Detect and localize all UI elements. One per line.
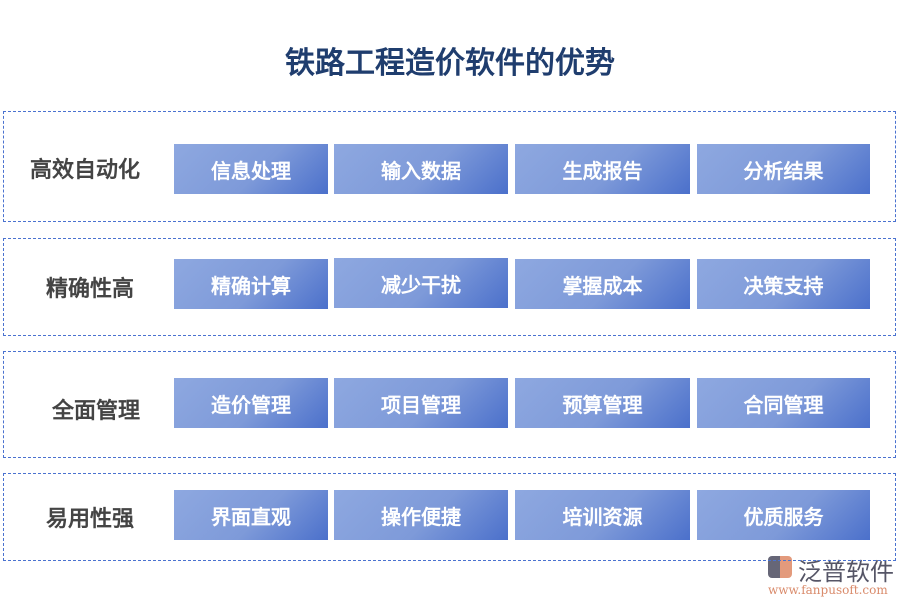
logo-url: www.fanpusoft.com: [768, 583, 888, 597]
feature-box: 造价管理: [174, 378, 328, 428]
section-2: [3, 238, 896, 336]
feature-box: 操作便捷: [334, 490, 508, 540]
page-title: 铁路工程造价软件的优势: [285, 46, 615, 81]
feature-box: 减少干扰: [334, 258, 508, 308]
feature-box: 决策支持: [697, 259, 870, 309]
logo-mark-icon: [768, 556, 792, 578]
section-4: [3, 473, 896, 561]
feature-box: 掌握成本: [515, 259, 690, 309]
feature-box: 生成报告: [515, 144, 690, 194]
feature-box: 项目管理: [334, 378, 508, 428]
feature-box: 输入数据: [334, 144, 508, 194]
feature-box: 信息处理: [174, 144, 328, 194]
feature-box: 优质服务: [697, 490, 870, 540]
logo-name: 泛普软件: [798, 558, 894, 586]
section-label: 全面管理: [52, 399, 141, 424]
section-3: [3, 351, 896, 458]
section-label: 精确性高: [46, 277, 135, 302]
feature-box: 界面直观: [174, 490, 328, 540]
section-label: 高效自动化: [30, 158, 141, 183]
feature-box: 精确计算: [174, 259, 328, 309]
feature-box: 分析结果: [697, 144, 870, 194]
feature-box: 培训资源: [515, 490, 690, 540]
feature-box: 预算管理: [515, 378, 690, 428]
section-1: [3, 111, 896, 222]
section-label: 易用性强: [46, 507, 135, 532]
feature-box: 合同管理: [697, 378, 870, 428]
